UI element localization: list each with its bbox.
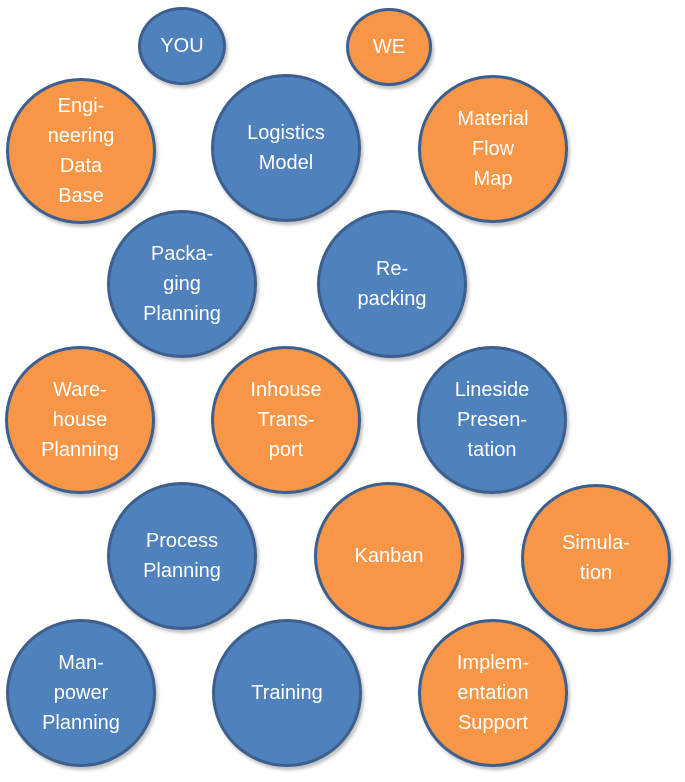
warehouse-planning-label: Ware- house Planning [41,379,119,461]
material-flow-map-label: Material Flow Map [457,108,529,190]
repacking-label: Re- packing [357,258,427,310]
kanban-bubble: Kanban [314,482,464,630]
engineering-data-base-bubble: Engi- neering Data Base [6,78,156,224]
logistics-model-bubble: Logistics Model [211,74,361,222]
logistics-model-label: Logistics Model [247,122,325,174]
process-planning-label: Process Planning [143,530,221,582]
inhouse-transport-label: Inhouse Trans- port [250,379,322,461]
kanban-label: Kanban [354,545,424,567]
engineering-data-base-label: Engi- neering Data Base [47,95,115,207]
process-planning-bubble: Process Planning [107,482,257,630]
manpower-planning-label: Man- power Planning [42,652,120,734]
manpower-planning-bubble: Man- power Planning [6,619,156,767]
training-label: Training [251,682,323,704]
material-flow-map-bubble: Material Flow Map [418,75,568,223]
repacking-bubble: Re- packing [317,210,467,358]
legend-we-bubble: WE [346,8,432,86]
implementation-support-bubble: Implem- entation Support [418,619,568,767]
packaging-planning-bubble: Packa- ging Planning [107,210,257,358]
legend-you-bubble: YOU [138,7,226,85]
legend-we-label: WE [372,36,406,58]
warehouse-planning-bubble: Ware- house Planning [5,346,155,494]
training-bubble: Training [212,619,362,767]
implementation-support-label: Implem- entation Support [456,652,530,734]
lineside-presentation-label: Lineside Presen- tation [454,379,530,461]
packaging-planning-label: Packa- ging Planning [143,243,221,325]
simulation-bubble: Simula- tion [521,484,671,632]
inhouse-transport-bubble: Inhouse Trans- port [211,346,361,494]
simulation-label: Simula- tion [562,532,630,584]
lineside-presentation-bubble: Lineside Presen- tation [417,346,567,494]
legend-you-label: YOU [160,35,204,57]
